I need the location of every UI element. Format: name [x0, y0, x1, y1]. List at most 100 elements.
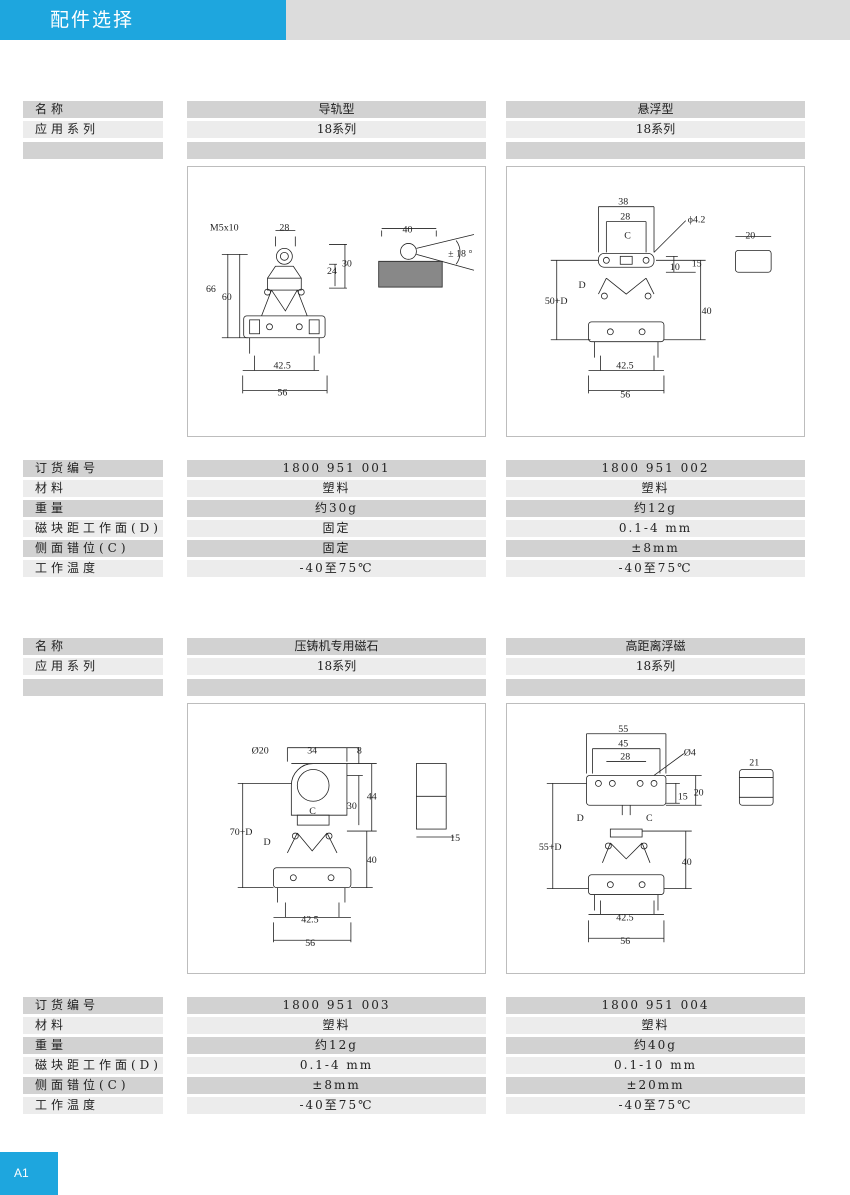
- dim-label: 66: [206, 284, 216, 295]
- product-name: 压铸机专用磁石: [187, 638, 486, 655]
- dim-label: 28: [620, 212, 630, 223]
- dim-label: 44: [367, 791, 377, 802]
- temperature-value: -40至75℃: [187, 1097, 486, 1114]
- spec-label: 侧面错位(C): [23, 540, 163, 557]
- dim-label: Ø20: [252, 746, 269, 757]
- spec-label: 重量: [23, 1037, 163, 1054]
- dim-label: 24: [327, 266, 337, 277]
- weight-value: 约40g: [506, 1037, 805, 1054]
- dim-label: 40: [682, 857, 692, 868]
- dim-label: 34: [307, 746, 317, 757]
- offset-value: ±8mm: [506, 540, 805, 557]
- drawing-high-distance-type: 55 45 28 Ø4 21 15 20 D C 55+D 40 42.5 56: [506, 703, 805, 974]
- series-label: 应用系列: [23, 658, 163, 675]
- product-name: 悬浮型: [506, 101, 805, 118]
- drawing-die-casting-type: Ø20 34 8 30 44 70+D D C 40 15 42.5 56: [187, 703, 486, 974]
- dim-label: 42.5: [301, 914, 318, 925]
- product-series: 18系列: [187, 658, 486, 675]
- dim-label: 15: [678, 791, 688, 802]
- dim-label: D: [577, 813, 584, 824]
- dim-label: 42.5: [616, 361, 633, 372]
- dim-label: 55+D: [539, 842, 562, 853]
- distance-value: 0.1-4 mm: [506, 520, 805, 537]
- temperature-value: -40至75℃: [506, 560, 805, 577]
- blank-row: [23, 142, 163, 159]
- distance-value: 固定: [187, 520, 486, 537]
- dim-label: 28: [620, 752, 630, 763]
- dim-label: 28: [279, 223, 289, 234]
- material-value: 塑料: [506, 1017, 805, 1034]
- dim-label: 30: [347, 801, 357, 812]
- blank-row: [506, 679, 805, 696]
- dim-label: 56: [620, 389, 630, 400]
- dim-label: 45: [618, 739, 628, 750]
- dim-label: 15: [692, 258, 702, 269]
- order-number: 1800 951 002: [506, 460, 805, 477]
- offset-value: 固定: [187, 540, 486, 557]
- offset-value: ±20mm: [506, 1077, 805, 1094]
- spec-label: 磁块距工作面(D): [23, 520, 163, 537]
- material-value: 塑料: [506, 480, 805, 497]
- distance-value: 0.1-10 mm: [506, 1057, 805, 1074]
- weight-value: 约12g: [187, 1037, 486, 1054]
- dim-label: 50+D: [545, 296, 568, 307]
- spec-label: 材料: [23, 480, 163, 497]
- dim-label: 40: [367, 855, 377, 866]
- spec-label: 订货编号: [23, 460, 163, 477]
- order-number: 1800 951 003: [187, 997, 486, 1014]
- dim-label: 56: [277, 387, 287, 398]
- spec-label: 重量: [23, 500, 163, 517]
- offset-value: ±8mm: [187, 1077, 486, 1094]
- dim-label: 21: [749, 758, 759, 769]
- dim-label: 56: [620, 936, 630, 947]
- dim-label: 38: [618, 197, 628, 208]
- dim-label: 42.5: [616, 912, 633, 923]
- dim-label: C: [624, 230, 631, 241]
- product-series: 18系列: [506, 658, 805, 675]
- spec-label: 材料: [23, 1017, 163, 1034]
- dim-label: 20: [694, 787, 704, 798]
- blank-row: [23, 679, 163, 696]
- spec-label: 磁块距工作面(D): [23, 1057, 163, 1074]
- dim-label: D: [264, 837, 271, 848]
- page-title: 配件选择: [0, 0, 286, 40]
- drawing-rail-type: M5x10 28 40 66 60 30 24 ± 18 ° 42.5 56: [187, 166, 486, 437]
- order-number: 1800 951 004: [506, 997, 805, 1014]
- order-number: 1800 951 001: [187, 460, 486, 477]
- dim-label: 10: [670, 262, 680, 273]
- temperature-value: -40至75℃: [506, 1097, 805, 1114]
- dim-label: 40: [702, 306, 712, 317]
- dim-label: 40: [403, 225, 413, 236]
- weight-value: 约12g: [506, 500, 805, 517]
- blank-row: [506, 142, 805, 159]
- dim-label: 56: [305, 938, 315, 949]
- dim-label: C: [646, 813, 653, 824]
- dim-label: ϕ4.2: [688, 215, 706, 226]
- product-name: 高距离浮磁: [506, 638, 805, 655]
- dim-label: D: [579, 280, 586, 291]
- spec-label: 订货编号: [23, 997, 163, 1014]
- material-value: 塑料: [187, 480, 486, 497]
- spec-label: 工作温度: [23, 1097, 163, 1114]
- dim-label: 42.5: [273, 361, 290, 372]
- temperature-value: -40至75℃: [187, 560, 486, 577]
- spec-label: 工作温度: [23, 560, 163, 577]
- dim-label: ± 18 °: [448, 248, 472, 259]
- distance-value: 0.1-4 mm: [187, 1057, 486, 1074]
- dim-label: C: [309, 806, 316, 817]
- name-label: 名称: [23, 101, 163, 118]
- product-name: 导轨型: [187, 101, 486, 118]
- spec-label: 侧面错位(C): [23, 1077, 163, 1094]
- dim-label: 8: [357, 746, 362, 757]
- dim-label: M5x10: [210, 223, 239, 234]
- series-label: 应用系列: [23, 121, 163, 138]
- dim-label: 15: [450, 833, 460, 844]
- blank-row: [187, 142, 486, 159]
- material-value: 塑料: [187, 1017, 486, 1034]
- dim-label: Ø4: [684, 748, 696, 759]
- page-number-tag: A1: [0, 1152, 58, 1195]
- dim-label: 55: [618, 724, 628, 735]
- dim-label: 20: [745, 230, 755, 241]
- dim-label: 60: [222, 292, 232, 303]
- weight-value: 约30g: [187, 500, 486, 517]
